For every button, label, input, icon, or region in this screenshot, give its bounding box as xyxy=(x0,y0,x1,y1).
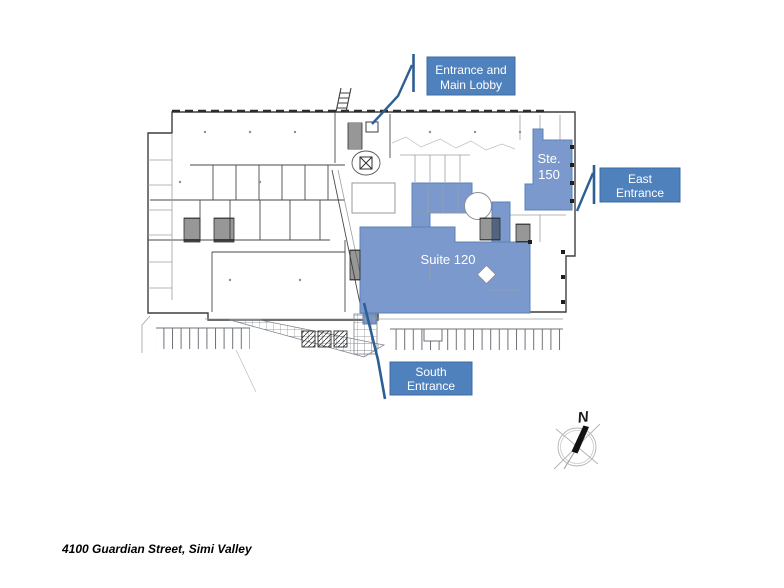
main-lobby-label-line1: Entrance and xyxy=(435,63,506,77)
diamond-feature xyxy=(476,264,497,285)
address-text: 4100 Guardian Street, Simi Valley xyxy=(61,542,253,556)
edge-columns xyxy=(528,145,574,304)
east-entrance-callout: East Entrance xyxy=(575,165,681,212)
suite-150-region xyxy=(524,128,573,211)
main-lobby-label-line2: Main Lobby xyxy=(440,78,502,92)
conference-room xyxy=(351,182,396,214)
main-lobby-callout: Entrance and Main Lobby xyxy=(371,54,516,125)
lobby-door xyxy=(365,121,379,133)
suite-120-region xyxy=(359,182,531,325)
south-entrance-callout: South Entrance xyxy=(362,302,473,400)
accessible-stalls xyxy=(301,330,348,348)
compass-needle xyxy=(571,425,589,454)
suite-120-label: Suite 120 xyxy=(421,252,476,267)
east-entrance-label-box xyxy=(599,167,681,203)
east-entrance-label-line1: East xyxy=(628,172,653,186)
east-entrance-leader-line xyxy=(575,172,595,212)
main-lobby-label-box xyxy=(426,56,516,96)
main-lobby-leader-line xyxy=(371,64,414,125)
stair-cores xyxy=(183,122,531,281)
suite-150-label-line1: Ste. xyxy=(537,151,560,166)
compass-north-label: N xyxy=(577,408,591,427)
parking-row-right xyxy=(390,328,563,350)
parking-row-left xyxy=(156,327,250,349)
suite-150-label-line2: 150 xyxy=(538,167,560,182)
south-entrance-label-line1: South xyxy=(415,365,446,379)
east-entrance-label-line2: Entrance xyxy=(616,186,664,200)
suite-partitions xyxy=(412,185,520,291)
south-entrance-label-box xyxy=(389,361,473,396)
south-entrance-label-line2: Entrance xyxy=(407,379,455,393)
interior-walls xyxy=(148,112,566,314)
parking-island xyxy=(423,328,443,342)
entry-canopy-ladder xyxy=(335,87,352,113)
south-walkway xyxy=(353,313,378,355)
compass-icon: N xyxy=(553,408,601,470)
site-work xyxy=(141,313,563,393)
rotunda xyxy=(464,192,492,220)
building-outline xyxy=(147,109,576,321)
south-entrance-leader-line xyxy=(362,302,387,400)
elevator-core xyxy=(351,150,381,176)
